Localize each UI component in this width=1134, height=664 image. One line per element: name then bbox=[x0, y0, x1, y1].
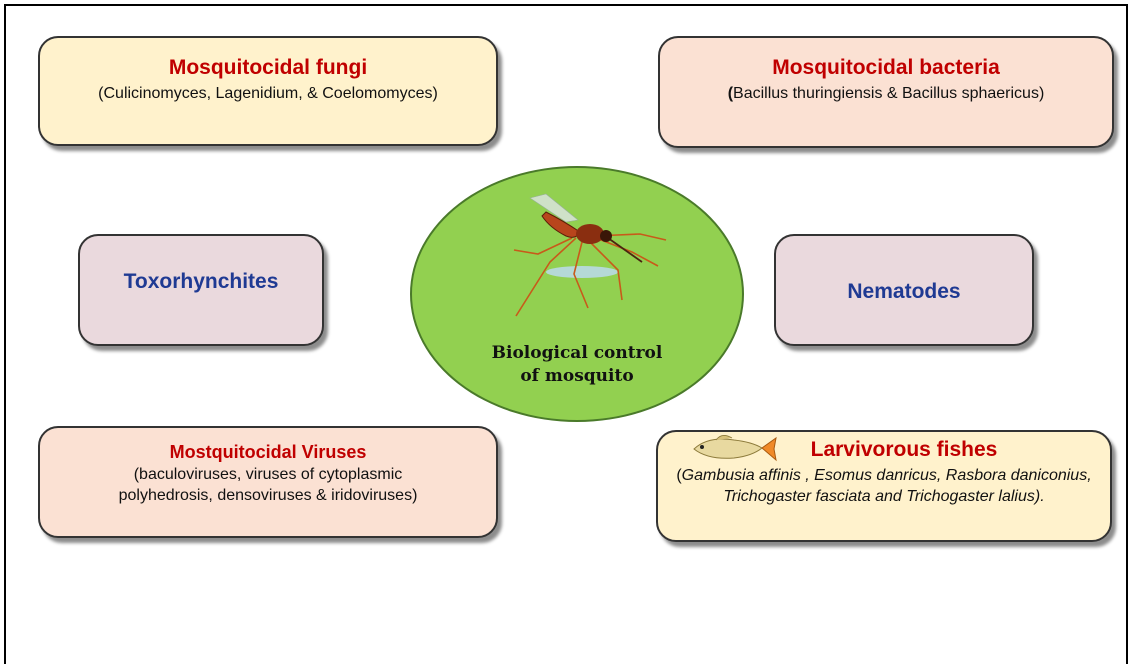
center-label-line1: Biological control bbox=[460, 342, 694, 365]
fishes-subtitle-block: (Gambusia affinis , Esomus danricus, Ras… bbox=[664, 466, 1104, 508]
nematodes-title: Nematodes bbox=[776, 280, 1032, 304]
fish-icon bbox=[688, 432, 778, 466]
mosquito-icon bbox=[490, 192, 680, 322]
nematodes-box: Nematodes bbox=[774, 234, 1034, 346]
center-label: Biological control of mosquito bbox=[460, 342, 694, 388]
bacteria-title: Mosquitocidal bacteria bbox=[660, 56, 1112, 80]
bacteria-subtitle: Bacillus thuringiensis & Bacillus sphaer… bbox=[733, 85, 1044, 102]
fishes-title: Larvivorous fishes bbox=[811, 438, 998, 461]
fishes-box: Larvivorous fishes (Gambusia affinis , E… bbox=[656, 430, 1112, 542]
viruses-subtitle: (baculoviruses, viruses of cytoplasmic p… bbox=[103, 465, 433, 507]
viruses-box: Mostquitocidal Viruses (baculoviruses, v… bbox=[38, 426, 498, 538]
center-label-line2: of mosquito bbox=[460, 365, 694, 388]
fungi-subtitle: (Culicinomyces, Lagenidium, & Coelomomyc… bbox=[40, 84, 496, 105]
fishes-subtitle: Gambusia affinis , Esomus danricus, Rasb… bbox=[682, 467, 1092, 505]
bacteria-box: Mosquitocidal bacteria (Bacillus thuring… bbox=[658, 36, 1114, 148]
fungi-title: Mosquitocidal fungi bbox=[40, 56, 496, 80]
toxorhynchites-box: Toxorhynchites bbox=[78, 234, 324, 346]
fishes-title-row: Larvivorous fishes bbox=[658, 438, 1110, 462]
bacteria-subtitle-line: (Bacillus thuringiensis & Bacillus sphae… bbox=[660, 84, 1112, 105]
fungi-box: Mosquitocidal fungi (Culicinomyces, Lage… bbox=[38, 36, 498, 146]
toxorhynchites-title: Toxorhynchites bbox=[80, 270, 322, 294]
viruses-title: Mostquitocidal Viruses bbox=[40, 442, 496, 463]
